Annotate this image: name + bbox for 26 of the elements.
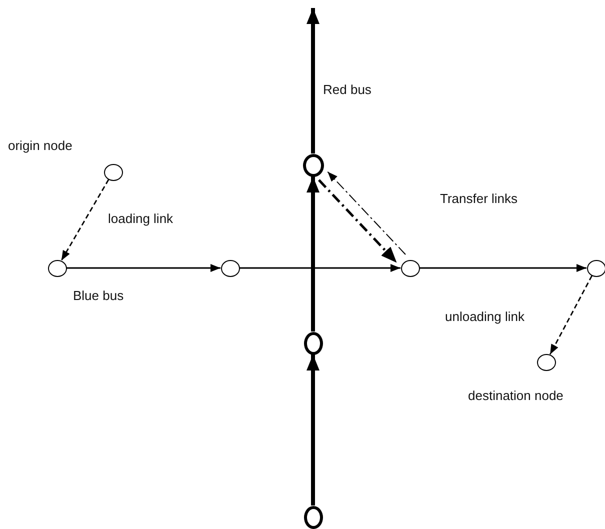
dashed-arrow <box>318 179 398 264</box>
edge-label: unloading link <box>445 309 525 324</box>
dashed-arrow <box>60 179 110 261</box>
node-circle <box>304 332 322 354</box>
arrow <box>420 264 586 272</box>
arrow <box>66 264 220 272</box>
node-circle <box>104 164 122 180</box>
node-circle <box>220 260 240 276</box>
dashed-arrow <box>549 275 593 355</box>
node-caption: destination node <box>468 388 564 403</box>
arrow <box>306 176 320 332</box>
bus-label: Transfer links <box>440 191 518 206</box>
node-caption: origin node <box>8 138 72 153</box>
bus-label: Blue bus <box>73 288 124 303</box>
dashed-arrow <box>327 171 406 255</box>
node-circle <box>536 354 556 370</box>
node-circle <box>586 260 605 276</box>
arrow <box>306 8 320 154</box>
edge-label: loading link <box>108 211 174 226</box>
arrow <box>240 264 400 272</box>
arrow <box>306 354 320 506</box>
bus-label: Red bus <box>323 82 372 97</box>
node-circle <box>400 260 420 276</box>
node-circle <box>302 154 324 176</box>
node-circle <box>48 260 66 276</box>
node-circle <box>304 506 322 528</box>
